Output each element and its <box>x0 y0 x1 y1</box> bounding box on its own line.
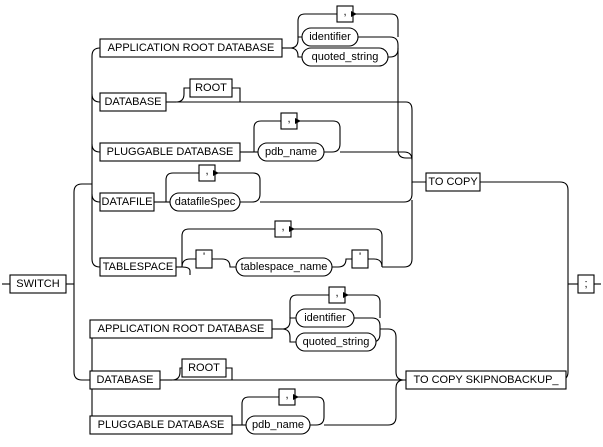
kw-to-copy: TO COPY <box>425 172 481 192</box>
svg-text:DATABASE: DATABASE <box>96 374 153 386</box>
svg-text:datafileSpec: datafileSpec <box>175 196 236 208</box>
kw-database: DATABASE <box>99 92 167 112</box>
svg-text:,: , <box>285 389 288 401</box>
kw-pluggable-database: PLUGGABLE DATABASE <box>99 142 241 162</box>
svg-text:DATAFILE: DATAFILE <box>102 196 153 208</box>
kw-application-root-database-lower: APPLICATION ROOT DATABASE <box>89 319 273 339</box>
sym-comma-5: , <box>328 286 346 304</box>
nt-pdb-name-lower: pdb_name <box>245 415 311 435</box>
svg-text:ROOT: ROOT <box>195 82 227 94</box>
svg-text:quoted_string: quoted_string <box>312 51 379 63</box>
sym-quote-open: ' <box>195 249 213 269</box>
svg-text:PLUGGABLE DATABASE: PLUGGABLE DATABASE <box>107 146 234 158</box>
svg-text:tablespace_name: tablespace_name <box>241 261 328 273</box>
svg-text:APPLICATION ROOT DATABASE: APPLICATION ROOT DATABASE <box>108 42 275 54</box>
svg-text:SWITCH: SWITCH <box>16 278 59 290</box>
svg-text:PLUGGABLE DATABASE: PLUGGABLE DATABASE <box>98 419 225 431</box>
svg-text:,: , <box>281 221 284 233</box>
kw-datafile: DATAFILE <box>99 192 155 212</box>
svg-text:quoted_string: quoted_string <box>303 336 370 348</box>
sym-comma-1: , <box>336 5 354 23</box>
kw-pluggable-database-lower: PLUGGABLE DATABASE <box>89 415 233 435</box>
kw-application-root-database: APPLICATION ROOT DATABASE <box>99 38 283 58</box>
svg-text:pdb_name: pdb_name <box>265 146 317 158</box>
nt-identifier-lower: identifier <box>295 308 355 328</box>
svg-text:': ' <box>359 251 361 263</box>
sym-comma-4: , <box>274 220 292 238</box>
flow-arrows <box>213 11 357 400</box>
kw-root: ROOT <box>189 78 233 98</box>
svg-text:,: , <box>205 165 208 177</box>
svg-text:TO COPY: TO COPY <box>428 176 478 188</box>
svg-text:': ' <box>203 251 205 263</box>
sym-comma-6: , <box>278 388 296 406</box>
kw-switch: SWITCH <box>9 274 67 294</box>
svg-text:pdb_name: pdb_name <box>252 419 304 431</box>
sym-quote-close: ' <box>351 249 369 269</box>
kw-database-lower: DATABASE <box>89 370 161 390</box>
sym-comma-3: , <box>198 164 216 182</box>
svg-text:,: , <box>287 113 290 125</box>
nt-tablespace-name: tablespace_name <box>235 257 333 277</box>
svg-text:,: , <box>343 6 346 18</box>
svg-text:TO COPY SKIPNOBACKUP_: TO COPY SKIPNOBACKUP_ <box>413 374 559 386</box>
nt-identifier: identifier <box>301 27 359 47</box>
svg-text:identifier: identifier <box>309 31 351 43</box>
sym-comma-2: , <box>280 112 298 130</box>
nt-pdb-name: pdb_name <box>257 142 325 162</box>
kw-root-lower: ROOT <box>181 358 227 378</box>
svg-text:DATABASE: DATABASE <box>104 96 161 108</box>
nt-quoted-string-lower: quoted_string <box>295 332 377 352</box>
kw-tablespace: TABLESPACE <box>99 257 177 277</box>
diagram-lines <box>2 13 601 426</box>
svg-text:identifier: identifier <box>304 312 346 324</box>
svg-text:APPLICATION ROOT DATABASE: APPLICATION ROOT DATABASE <box>98 323 265 335</box>
svg-text:;: ; <box>584 278 587 290</box>
nt-quoted-string: quoted_string <box>301 47 389 67</box>
svg-text:,: , <box>335 287 338 299</box>
sym-semicolon: ; <box>577 274 595 294</box>
kw-to-copy-skipnobackup: TO COPY SKIPNOBACKUP_ <box>405 370 567 390</box>
svg-text:TABLESPACE: TABLESPACE <box>103 261 174 273</box>
svg-text:ROOT: ROOT <box>188 362 220 374</box>
nt-datafile-spec: datafileSpec <box>169 192 241 212</box>
